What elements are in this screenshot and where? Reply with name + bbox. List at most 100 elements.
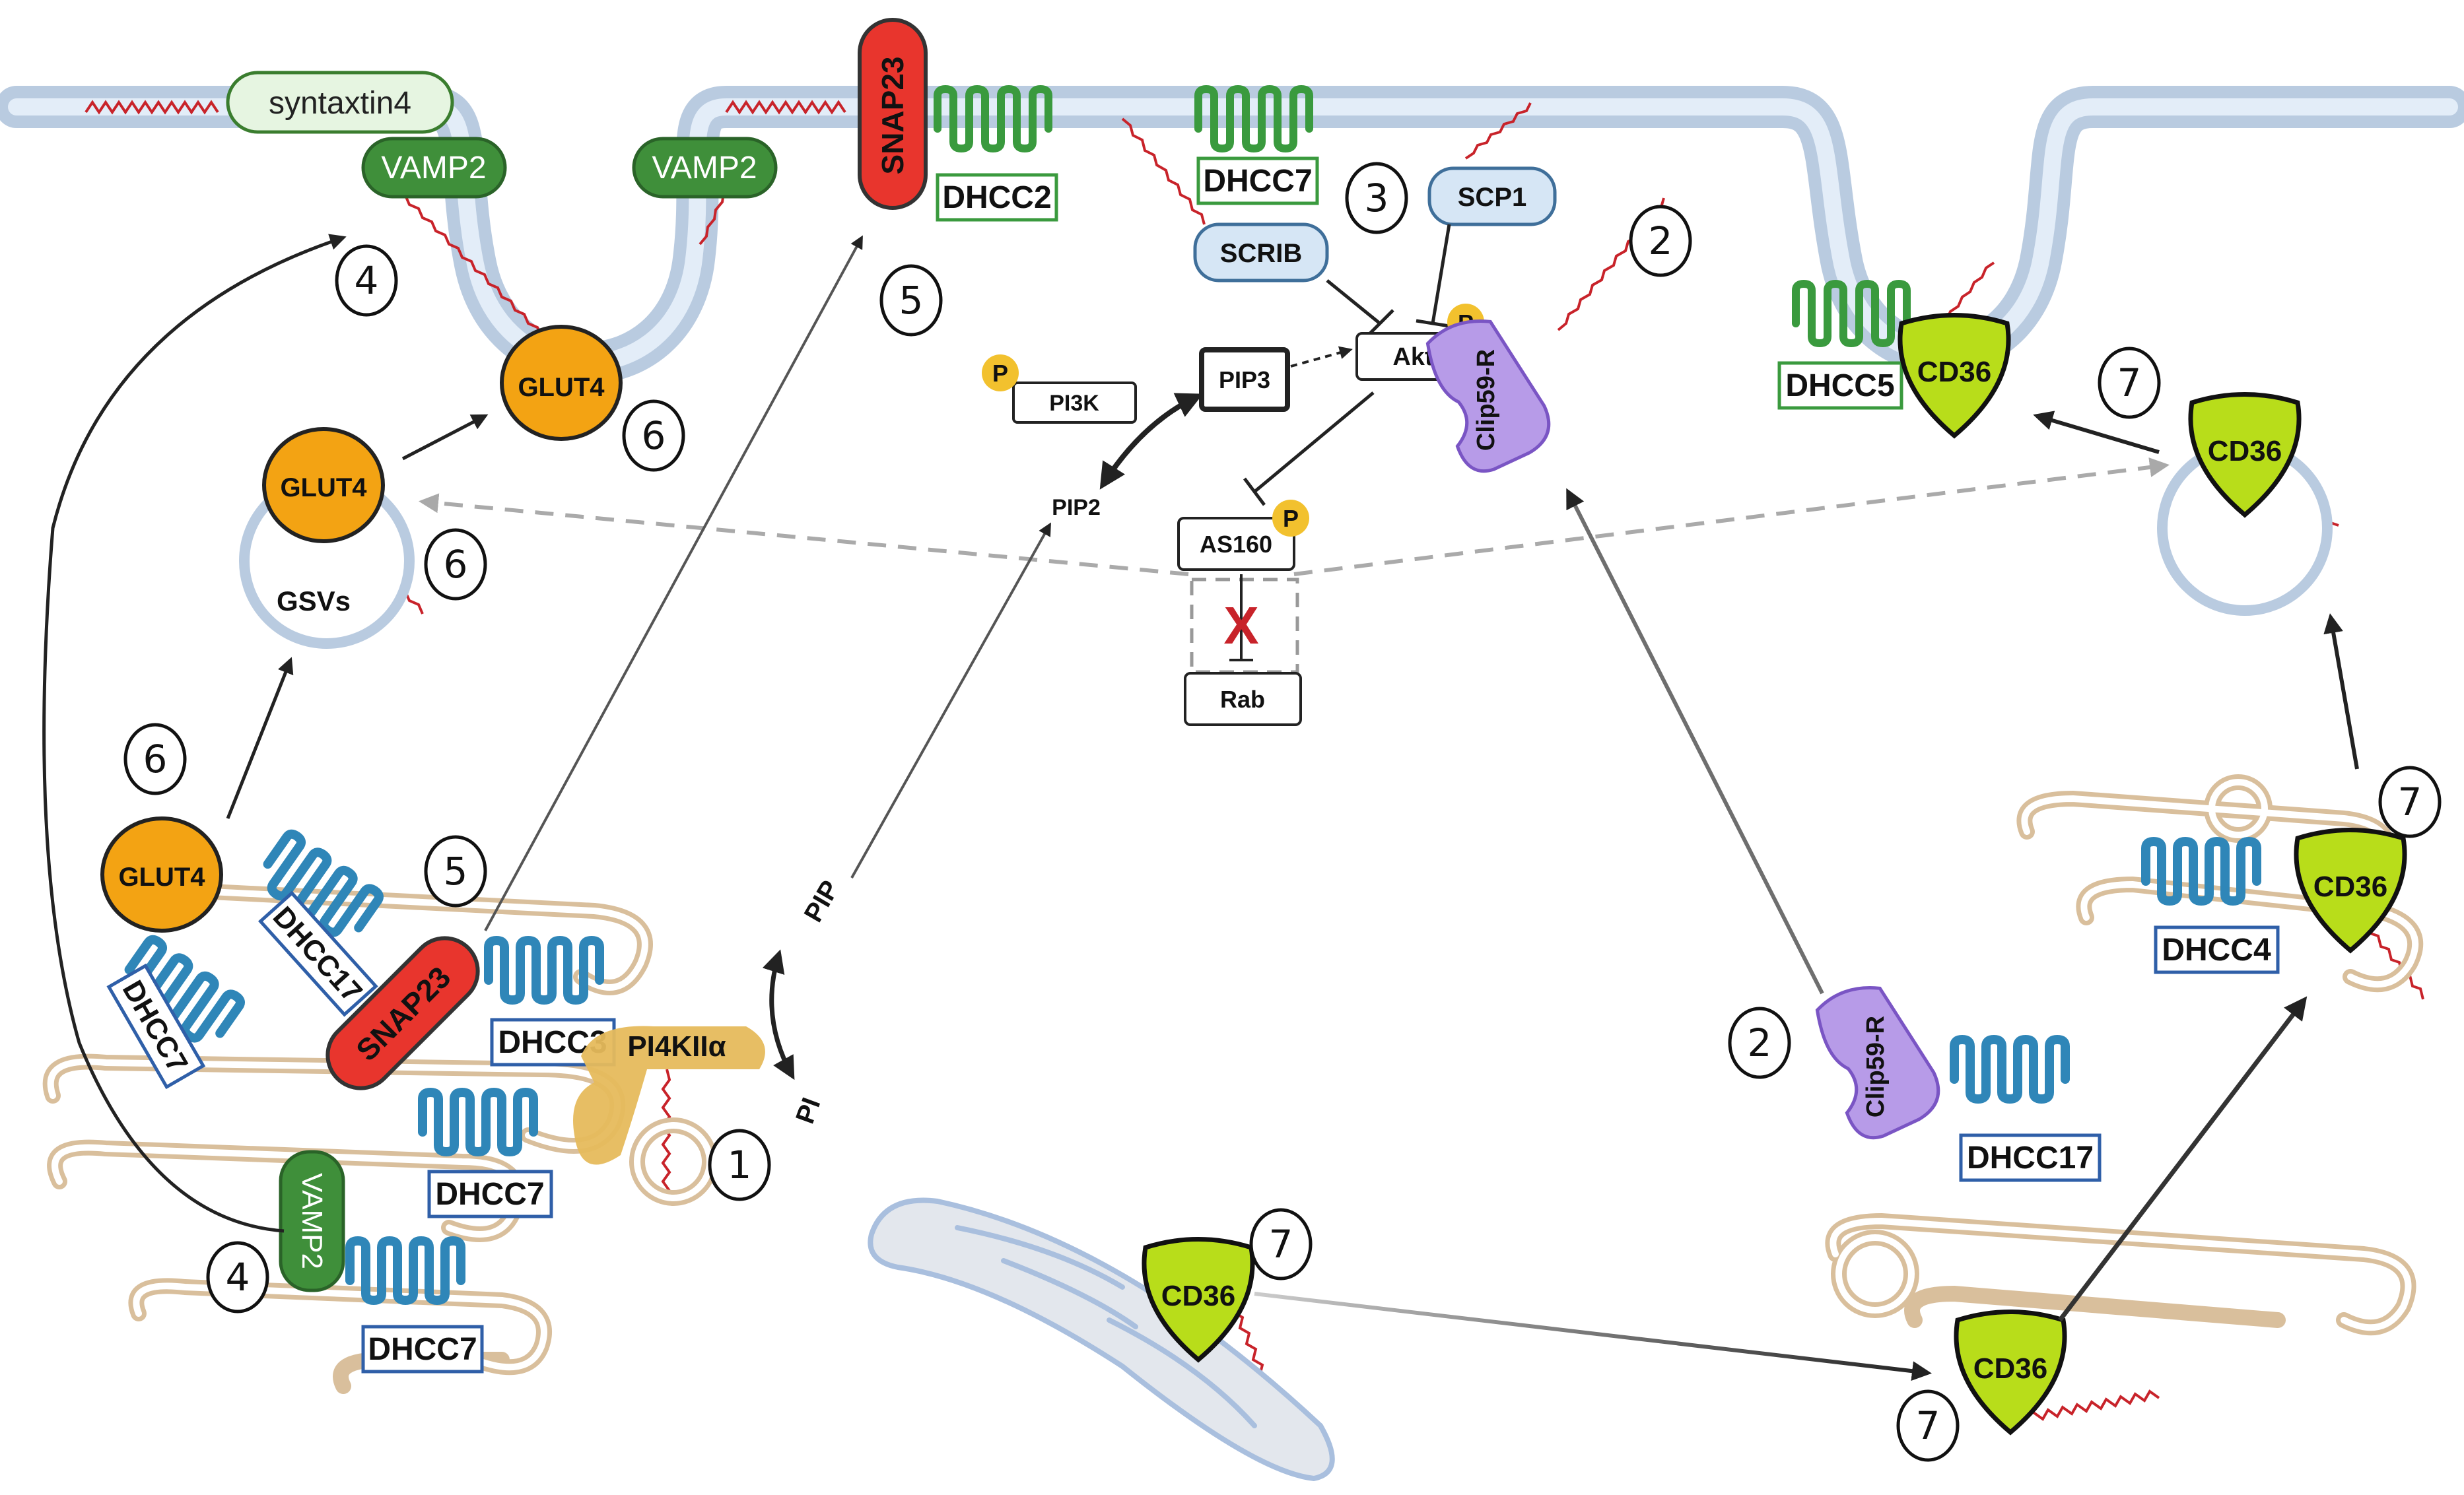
svg-text:DHCC2: DHCC2 (942, 180, 1051, 215)
plasma-membrane (0, 86, 2464, 384)
svg-text:4: 4 (226, 1255, 250, 1300)
cd36-membrane: CD36 (1900, 316, 2008, 436)
svg-text:7: 7 (2398, 780, 2422, 824)
svg-text:DHCC7: DHCC7 (435, 1177, 544, 1212)
snap23-membrane: SNAP23 (858, 18, 928, 210)
number-7-circle: 7 (1896, 1389, 1960, 1462)
pi-label: PI (790, 1094, 826, 1128)
svg-text:SCRIB: SCRIB (1220, 239, 1302, 268)
number-6-circle: 6 (123, 723, 187, 795)
svg-text:5: 5 (444, 849, 468, 894)
vamp2-label: VAMP2 (381, 150, 486, 185)
clip59r-membrane: Clip59-R (1425, 319, 1551, 473)
number-4-circle: 4 (206, 1241, 269, 1313)
svg-text:PI3K: PI3K (1049, 391, 1099, 416)
svg-text:P: P (1283, 505, 1299, 532)
syntaxin4-protein: syntaxtin4 (226, 71, 454, 134)
pip3-box: PIP3 (1199, 347, 1290, 412)
vamp2-label: VAMP2 (652, 150, 757, 185)
vamp2-traffic-arrow (42, 234, 347, 1233)
glut4-membrane: GLUT4 (500, 325, 623, 441)
svg-text:AS160: AS160 (1200, 531, 1272, 558)
svg-text:DHCC7: DHCC7 (368, 1332, 477, 1367)
dashed-arrow-left (419, 493, 1189, 576)
svg-text:2: 2 (1748, 1020, 1772, 1065)
cd36-golgi-bottom: CD36 (1956, 1312, 2065, 1433)
arrow (2033, 411, 2160, 454)
number-4-circle: 4 (335, 244, 398, 317)
svg-text:4: 4 (355, 258, 379, 303)
gsvs-label: GSVs (277, 585, 351, 616)
number-3-circle: 3 (1345, 162, 1408, 234)
svg-text:3: 3 (1365, 176, 1389, 220)
svg-text:1: 1 (728, 1143, 752, 1187)
pip2-label: PIP2 (1052, 495, 1101, 520)
svg-text:5: 5 (899, 278, 924, 323)
cd36-golgi-top: CD36 (2296, 830, 2405, 951)
block-x-icon: X (1223, 596, 1258, 655)
svg-text:CD36: CD36 (1161, 1280, 1236, 1312)
cd36-vesicle: CD36 (2157, 395, 2333, 616)
pip-to-pip2-arrow (850, 522, 1051, 879)
pip-label: PIP (799, 876, 845, 927)
arrow (401, 414, 489, 461)
scrib-protein: SCRIB (1193, 222, 1329, 282)
scp1-protein: SCP1 (1427, 166, 1557, 226)
vamp2-protein-left: VAMP2 (361, 137, 507, 199)
number-6-circle: 6 (622, 399, 685, 472)
svg-text:6: 6 (143, 737, 168, 781)
arrow (226, 657, 294, 819)
er-to-golgi-arrow (1254, 1292, 1932, 1381)
dhcc17-label-box: DHCC17 (257, 890, 378, 1017)
svg-text:SCP1: SCP1 (1458, 183, 1527, 212)
number-2-circle: 2 (1629, 205, 1692, 277)
number-5-circle: 5 (879, 264, 943, 337)
dhcc7-label-box: DHCC7 (361, 1325, 484, 1374)
clip59r-traffic-arrow (1566, 488, 1824, 995)
dhcc7-helix (423, 1092, 533, 1152)
glut4-label: GLUT4 (280, 473, 367, 502)
dhcc4-label-box: DHCC4 (2154, 925, 2280, 974)
as160-box: AS160 (1177, 517, 1295, 571)
number-1-circle: 1 (708, 1129, 771, 1201)
svg-text:7: 7 (2117, 360, 2142, 405)
clip59r-golgi: Clip59-R (1815, 986, 1940, 1140)
svg-text:Clip59-R: Clip59-R (1472, 349, 1500, 451)
dashed-arrow (1290, 346, 1353, 368)
number-7-circle: 7 (1249, 1208, 1313, 1280)
dhcc3-helix (489, 941, 599, 1000)
pi4k-protein: PI4KIIα (573, 1026, 765, 1165)
svg-text:PI4KIIα: PI4KIIα (627, 1030, 726, 1063)
vamp2-golgi: VAMP2 (279, 1150, 345, 1292)
syntaxtin4-label: syntaxtin4 (269, 86, 411, 121)
step-number: 6 (642, 413, 666, 458)
svg-text:7: 7 (1269, 1222, 1293, 1267)
number-6-circle: 6 (424, 528, 487, 601)
svg-text:CD36: CD36 (2313, 871, 2388, 903)
dhcc2-label-box: DHCC2 (936, 173, 1058, 222)
svg-text:DHCC17: DHCC17 (1967, 1141, 2094, 1176)
phospho-p-pi3k: P (982, 354, 1019, 391)
vamp2-protein-right: VAMP2 (632, 137, 778, 199)
svg-text:7: 7 (1916, 1403, 1940, 1448)
snap23-traffic-arrow (484, 235, 863, 931)
svg-text:CD36: CD36 (2208, 435, 2282, 467)
dhcc17-label-box: DHCC17 (1959, 1133, 2102, 1182)
svg-text:PIP3: PIP3 (1219, 366, 1270, 393)
dhcc7-label-box: DHCC7 (1196, 156, 1319, 205)
number-5-circle: 5 (424, 835, 487, 908)
pi3k-box: PI3K (1012, 382, 1137, 424)
svg-text:Rab: Rab (1220, 686, 1265, 713)
dashed-arrow-right (1293, 457, 2170, 576)
svg-text:CD36: CD36 (1973, 1352, 2048, 1385)
dhcc17-helix (1954, 1040, 2065, 1099)
number-2-circle: 2 (1728, 1007, 1791, 1079)
pip2-pip3-arrow (1099, 393, 1204, 490)
snap23-label: SNAP23 (875, 57, 910, 175)
svg-text:P: P (992, 360, 1008, 387)
cd36-er: CD36 (1144, 1240, 1252, 1360)
svg-text:Akt: Akt (1392, 343, 1433, 371)
svg-text:2: 2 (1649, 218, 1673, 263)
